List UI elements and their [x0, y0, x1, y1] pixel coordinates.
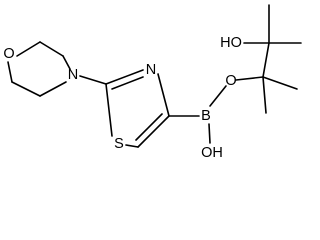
atom-o-morpholine: O [3, 46, 14, 62]
bond-c2-n3-double [111, 76, 144, 90]
bond-c5-s [125, 144, 139, 148]
atom-o-ester: O [225, 73, 236, 89]
chemical-structure: O N N S B OH O HO [3, 4, 302, 160]
bond-b-o [209, 85, 227, 107]
bond-c2-n3 [105, 69, 144, 85]
atom-n-thiazole: N [146, 62, 156, 78]
atom-oh-boron: OH [201, 145, 223, 160]
bond-n-thiazole-c2 [79, 75, 107, 85]
bond-c4-c5-double [135, 113, 163, 141]
bond-s-c2 [105, 83, 113, 137]
bond-b-oh [208, 123, 211, 144]
bond-o-c2 [16, 41, 41, 57]
bond-n-c5 [39, 81, 67, 97]
bond-c-quat-me-right [262, 76, 298, 90]
bond-c6-o [7, 61, 13, 83]
atom-s-thiazole: S [114, 136, 124, 152]
bond-o-c-quat [235, 76, 264, 81]
bond-n3-c4 [157, 73, 170, 117]
bond-c4-c5 [137, 115, 170, 148]
atom-labels: O N N S B OH O HO [3, 35, 242, 160]
bond-c-quat-me-down [262, 76, 267, 114]
bonds [7, 4, 302, 148]
bond-c3-n [62, 55, 71, 70]
atom-ho-pinacol: HO [220, 35, 242, 51]
atom-n-morpholine: N [68, 67, 78, 83]
atom-boron: B [201, 108, 211, 124]
bond-c-quat-c-quat [262, 42, 270, 78]
bond-c2-c3 [39, 41, 64, 57]
bond-c5-c6 [11, 81, 41, 97]
